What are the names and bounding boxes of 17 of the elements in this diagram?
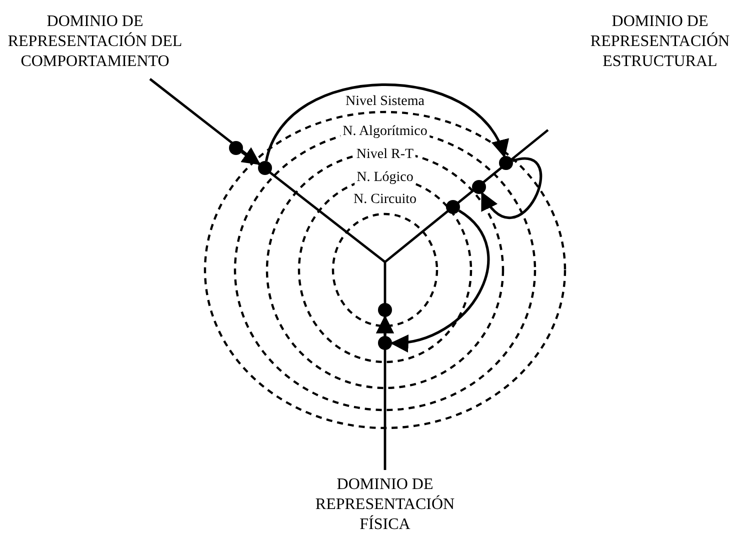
- junction-dot: [378, 336, 392, 350]
- domain-title: DOMINIO DE REPRESENTACIÓN FÍSICA: [314, 475, 456, 535]
- arrow: [376, 315, 394, 336]
- arrow: [265, 83, 506, 162]
- arrow: [390, 210, 490, 351]
- level-label: N. Algorítmico: [340, 124, 430, 140]
- arrow: [481, 157, 542, 219]
- junction-dot: [378, 303, 392, 317]
- arrow: [240, 147, 261, 166]
- junction-dot: [258, 161, 272, 175]
- junction-dot: [499, 156, 513, 170]
- domain-title: DOMINIO DE REPRESENTACIÓN ESTRUCTURAL: [589, 12, 731, 72]
- junction-dot: [446, 200, 460, 214]
- domain-title: DOMINIO DE REPRESENTACIÓN DEL COMPORTAMIENTO: [6, 12, 184, 72]
- level-label: N. Lógico: [354, 170, 416, 186]
- junction-dot: [229, 141, 243, 155]
- junction-dot: [472, 180, 486, 194]
